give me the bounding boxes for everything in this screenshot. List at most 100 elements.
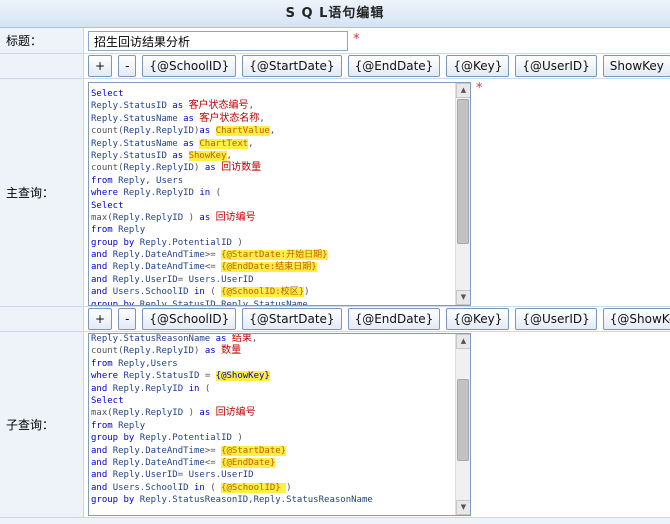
sub-sql-line: Reply.StatusReasonName as 结果, [91,333,454,345]
sql-token: ReplyID [145,408,189,419]
sql-token: . [150,163,157,174]
sql-token: ) [237,433,243,444]
sql-token: ) [193,163,205,174]
sql-token: ReplyID [156,126,194,137]
sql-token: . [215,470,222,481]
sql-token: . [139,383,146,394]
sql-token: ) [188,212,200,223]
sql-token: Reply [139,433,167,444]
sub-query-toolbar: + - {@SchoolID} {@StartDate} {@EndDate} … [88,308,670,330]
main-add-button[interactable]: + [88,55,113,77]
sql-token: Users [188,274,216,285]
sql-token: . [139,482,146,493]
sql-token: StatusID [156,371,205,382]
sub-sql-line: max(Reply.ReplyID ) as 回访编号 [91,407,454,419]
main-userid-button[interactable]: {@UserID} [515,55,597,77]
sql-token: Reply [139,495,167,506]
sql-token: >= [204,445,222,456]
main-sql-line: from Reply [91,224,454,236]
sql-token: Reply [91,150,119,161]
sql-token: ReplyID [156,188,200,199]
sub-sql-line: and Reply.DateAndTime<= {@EndDate} [91,457,454,469]
sub-query-scrollbar[interactable]: ▲ ▼ [455,334,470,515]
sql-token: count( [91,163,124,174]
sql-token: , [259,113,265,124]
sql-token: . [139,287,146,298]
sql-token: as [199,126,216,137]
scroll-thumb[interactable] [457,99,469,244]
main-sql-line: Select [91,88,454,100]
main-sql-line: and Users.SchoolID in ( {@SchoolID:校区}) [91,286,454,298]
sub-add-button[interactable]: + [88,308,113,330]
sql-token: Users [112,287,140,298]
sub-startdate-button[interactable]: {@StartDate} [242,308,342,330]
scroll-up-icon[interactable]: ▲ [456,334,470,349]
scroll-thumb[interactable] [457,379,469,461]
main-enddate-button[interactable]: {@EndDate} [347,55,441,77]
sql-token: 回访编号 [215,211,256,223]
main-sql-line: group by Reply.StatusID,Reply.StatusName [91,299,454,306]
bottom-strip [0,518,670,524]
sql-token: UserID [145,274,178,285]
main-sql-line: and Reply.DateAndTime<= {@EndDate:结束日期} [91,261,454,273]
sql-token: . [139,262,146,273]
scroll-down-icon[interactable]: ▼ [456,500,470,515]
sql-token: and [91,250,113,261]
sql-token: count( [91,126,124,137]
sql-token: ReplyID [156,163,194,174]
main-sql-line: and Reply.UserID= Users.UserID [91,274,454,286]
title-input[interactable] [88,31,348,51]
sql-token: {@EndDate:结束日期} [221,262,317,273]
sql-token: StatusName [123,138,184,149]
sql-token: as [215,334,232,344]
sub-query-editor[interactable]: Reply.StatusReasonName as 结果,count(Reply… [88,333,471,516]
sql-token: as [199,212,216,223]
main-key-button[interactable]: {@Key} [446,55,510,77]
sql-token: Reply [139,237,167,248]
main-sql-line: count(Reply.ReplyID)as ChartValue, [91,125,454,137]
sql-token: ChartValue [215,126,270,137]
sql-token: and [91,383,113,394]
sql-token: Users [150,358,178,369]
sql-token: . [280,495,287,506]
sql-token: 结果 [231,333,252,344]
sub-userid-button[interactable]: {@UserID} [515,308,597,330]
sub-showkey-button[interactable]: {@ShowKey} [602,308,670,330]
sub-toolbar-label-cell [0,307,84,331]
main-schoolid-button[interactable]: {@SchoolID} [142,55,237,77]
sub-schoolid-button[interactable]: {@SchoolID} [142,308,237,330]
sql-token: . [166,433,173,444]
sub-query-text[interactable]: Reply.StatusReasonName as 结果,count(Reply… [90,333,454,506]
scroll-up-icon[interactable]: ▲ [456,83,470,98]
sql-token: . [248,299,254,306]
sql-token: = [204,371,216,382]
sql-token: Select [91,200,124,211]
sql-token: and [91,482,113,493]
sub-remove-button[interactable]: - [118,308,137,330]
main-query-toolbar: + - {@SchoolID} {@StartDate} {@EndDate} … [88,55,670,77]
sql-token: {@SchoolID:校区} [221,287,305,298]
main-startdate-button[interactable]: {@StartDate} [242,55,342,77]
main-toolbar-label-cell [0,54,84,78]
sql-token: , [251,334,258,344]
scroll-down-icon[interactable]: ▼ [456,290,470,305]
sql-token: Reply [91,334,119,344]
sql-token: 数量 [221,345,242,357]
main-sql-line: group by Reply.PotentialID ) [91,237,454,249]
sql-token: . [150,371,157,382]
main-query-scrollbar[interactable]: ▲ ▼ [455,83,470,305]
main-showkey-button[interactable]: ShowKey [602,55,670,77]
sql-token: Reply [112,274,140,285]
sql-token: from [91,420,119,431]
sql-token: SchoolID [145,287,194,298]
sql-token: . [118,334,124,344]
sql-token: Reply [112,383,140,394]
main-remove-button[interactable]: - [118,55,137,77]
sql-token: ( [210,287,222,298]
sub-enddate-button[interactable]: {@EndDate} [347,308,441,330]
sub-key-button[interactable]: {@Key} [446,308,510,330]
sql-token: from [91,175,119,186]
